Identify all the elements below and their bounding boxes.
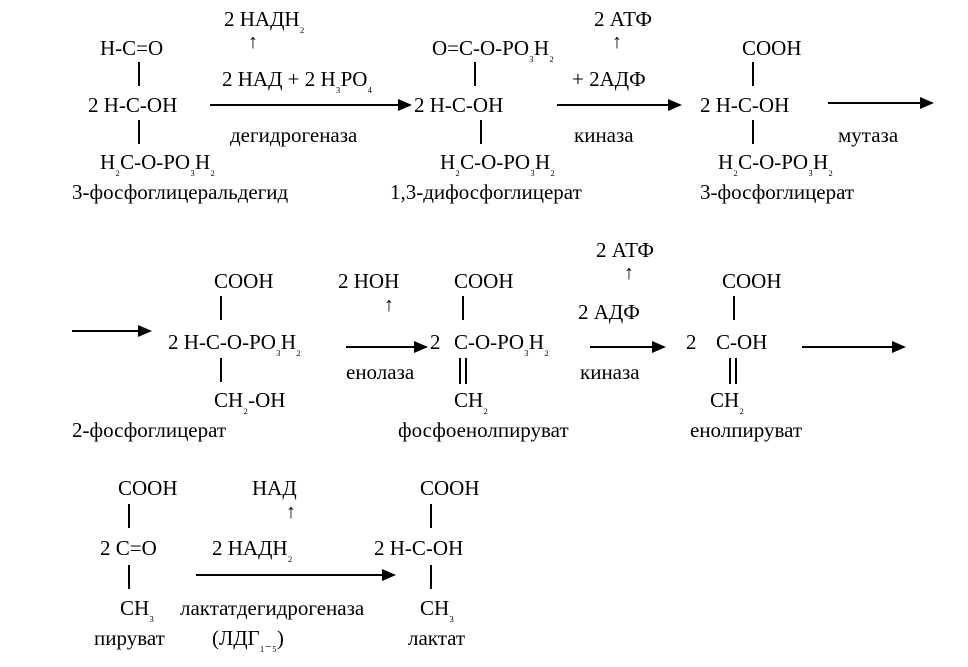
- r3-reaction-arrow: [828, 97, 934, 109]
- s2-bond-top: [474, 62, 476, 86]
- s4-name: 2-фосфоглицерат: [72, 418, 227, 442]
- s7-bond-bottom: [128, 565, 130, 589]
- r5-product: 2 АТФ: [596, 238, 655, 262]
- s6-carboxyl: COOH: [722, 269, 782, 293]
- s1-middle: 2 H-C-OH: [88, 93, 178, 117]
- s7-carboxyl: COOH: [118, 476, 178, 500]
- s3-phosphate: H₂C-O-PO₃H₂: [718, 150, 834, 177]
- s2-name: 1,3-дифосфоглицерат: [390, 180, 582, 204]
- r7-product: НАД: [252, 476, 297, 500]
- s5-coefficient: 2: [430, 330, 441, 354]
- s5-methylene: CH₂: [454, 388, 489, 415]
- s7-bond-top: [128, 504, 130, 528]
- r4-product: 2 HOH: [338, 269, 400, 293]
- s6-methylene: CH₂: [710, 388, 745, 415]
- s5-bond-top: [462, 296, 464, 320]
- s6-name: енолпируват: [690, 418, 803, 442]
- s2-acyl-phosphate: O=C-O-PO₃H₂: [432, 36, 554, 63]
- s1-name: 3-фосфоглицеральдегид: [72, 180, 289, 204]
- r3-enzyme: мутаза: [838, 123, 899, 147]
- r1-reagents: 2 НАД + 2 H₃PO₄: [222, 67, 373, 94]
- s7-middle: 2 C=O: [100, 536, 157, 560]
- r7-enzyme: лактатдегидрогеназа: [180, 596, 365, 620]
- s8-bond-bottom: [430, 565, 432, 589]
- r1-up-arrow-icon: ↑: [248, 31, 258, 53]
- s1-bond-top: [138, 62, 140, 86]
- s6-double-bond: [729, 358, 737, 384]
- r4-reaction-arrow: [346, 341, 428, 353]
- s3-bond-top: [752, 62, 754, 86]
- r2-reaction-arrow: [557, 99, 682, 111]
- s3-middle: 2 H-C-OH: [700, 93, 790, 117]
- r5-up-arrow-icon: ↑: [624, 262, 634, 284]
- s3-name: 3-фосфоглицерат: [700, 180, 855, 204]
- s4-carboxyl: COOH: [214, 269, 274, 293]
- s5-middle: C-O-PO₃H₂: [454, 330, 549, 357]
- s7-methyl: CH₃: [120, 596, 155, 623]
- s3-bond-bottom: [752, 120, 754, 144]
- s5-carboxyl: COOH: [454, 269, 514, 293]
- s2-middle: 2 H-C-OH: [414, 93, 504, 117]
- s5-name: фосфоенолпируват: [398, 418, 569, 442]
- s1-phosphate: H₂C-O-PO₃H₂: [100, 150, 216, 177]
- s6-bond-top: [733, 296, 735, 320]
- s7-name: пируват: [94, 626, 165, 650]
- s8-methyl: CH₃: [420, 596, 455, 623]
- s1-aldehyde-group: H-C=O: [100, 36, 164, 60]
- s5-double-bond: [459, 358, 467, 384]
- r5-reaction-arrow: [590, 341, 666, 353]
- row2-outgoing-arrow: [802, 341, 906, 353]
- s6-coefficient: 2: [686, 330, 697, 354]
- s8-bond-top: [430, 504, 432, 528]
- r7-reagent: 2 НАДН₂: [212, 536, 293, 563]
- s2-phosphate: H₂C-O-PO₃H₂: [440, 150, 556, 177]
- r2-enzyme: киназа: [574, 123, 634, 147]
- r1-enzyme: дегидрогеназа: [230, 123, 358, 147]
- r5-reagent: 2 АДФ: [578, 300, 640, 324]
- s3-carboxyl: COOH: [742, 36, 802, 60]
- r1-reaction-arrow: [210, 99, 412, 111]
- s6-middle: C-OH: [716, 330, 768, 354]
- r7-reaction-arrow: [196, 569, 396, 581]
- s2-bond-bottom: [480, 120, 482, 144]
- r7-enzyme-isoforms: (ЛДГ₁₋₅): [212, 626, 284, 653]
- row2-incoming-arrow: [72, 325, 152, 337]
- r4-enzyme: енолаза: [346, 360, 415, 384]
- r4-up-arrow-icon: ↑: [384, 294, 394, 316]
- r2-reagents: + 2АДФ: [572, 67, 646, 91]
- s4-middle: 2 H-C-O-PO₃H₂: [168, 330, 301, 357]
- r1-product: 2 НАДН₂: [224, 7, 305, 34]
- s4-bond-bottom: [220, 358, 222, 382]
- r7-up-arrow-icon: ↑: [286, 501, 296, 523]
- s1-bond-bottom: [138, 120, 140, 144]
- s8-carboxyl: COOH: [420, 476, 480, 500]
- r5-enzyme: киназа: [580, 360, 640, 384]
- r2-up-arrow-icon: ↑: [612, 31, 622, 53]
- s8-name: лактат: [408, 626, 466, 650]
- s4-hydroxymethyl: CH₂-OH: [214, 388, 286, 415]
- s4-bond-top: [220, 296, 222, 320]
- r2-product: 2 АТФ: [594, 7, 653, 31]
- s8-middle: 2 H-C-OH: [374, 536, 464, 560]
